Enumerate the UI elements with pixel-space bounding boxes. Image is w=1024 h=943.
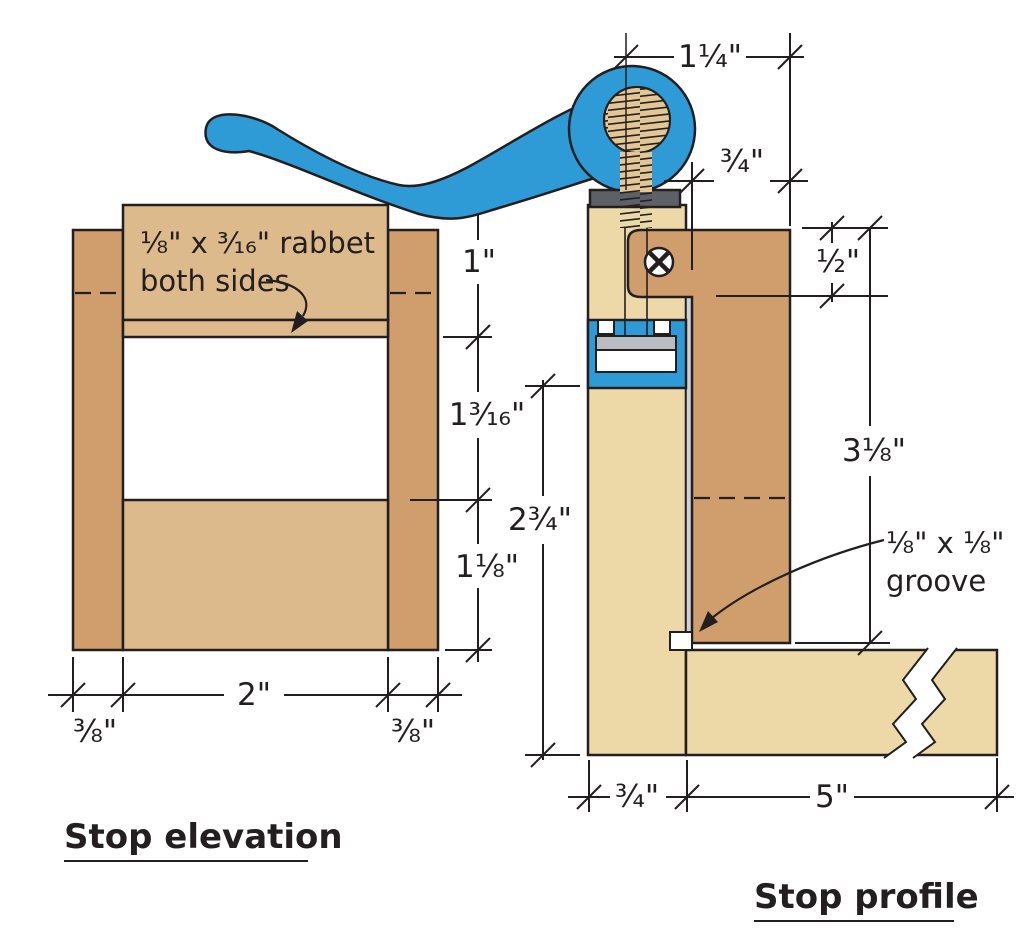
dim-label-table-length: 5" — [815, 779, 849, 815]
dim-tick — [679, 168, 705, 194]
dim-label-arm-thickness: ½" — [816, 244, 860, 280]
dim-label-top-width: 1¼" — [678, 39, 742, 75]
t-bolt-head — [595, 335, 677, 351]
stop-face-board — [626, 228, 792, 645]
rabbet-leader-line — [265, 278, 308, 317]
dim-label-stop-height: 2¾" — [508, 502, 572, 538]
rabbet-note-line2: both sides — [140, 264, 290, 298]
cam-lever-handle — [204, 93, 606, 220]
screw-cross-slot — [648, 251, 670, 273]
dim-label-width: 2" — [237, 677, 271, 713]
elevation-view: ⅛" x ³⁄₁₆" rabbet both sides 1" 1³⁄₁₆" 1… — [48, 192, 580, 862]
elevation-title: Stop elevation — [64, 817, 343, 857]
dim-tick — [530, 373, 556, 399]
t-track-notch-right — [653, 319, 671, 335]
dim-tick — [674, 784, 700, 810]
dim-tick — [465, 487, 491, 513]
profile-table — [684, 648, 999, 757]
dim-tick — [857, 215, 883, 241]
table-break-band — [884, 648, 957, 758]
elevation-rabbet-strip — [121, 318, 390, 339]
dim-tick — [819, 283, 845, 309]
elevation-right-post — [386, 228, 440, 652]
elevation-top-bar — [121, 203, 390, 322]
dim-tick — [984, 784, 1010, 810]
dim-tick — [530, 742, 556, 768]
profile-title: Stop profile — [754, 877, 979, 917]
dim-tick — [465, 324, 491, 350]
dim-tick — [576, 784, 602, 810]
table-break-line-right — [912, 647, 958, 759]
dim-tick — [110, 682, 136, 708]
rabbet-arrowhead — [291, 311, 308, 333]
elevation-left-post — [71, 228, 125, 652]
dim-tick — [425, 682, 451, 708]
dim-label-left-side: ⅜" — [73, 714, 117, 750]
dim-label-top-height: 1" — [462, 244, 496, 280]
groove-notch — [669, 631, 693, 651]
dim-tick — [465, 637, 491, 663]
dim-label-arm-depth: ¾" — [720, 144, 764, 180]
dim-tick — [777, 168, 803, 194]
profile-view: 1¼" ¾" ½" 3⅛" ⅛" x ⅛" groove — [204, 33, 1014, 922]
dim-label-face-height: 3⅛" — [842, 433, 906, 469]
dim-tick — [375, 682, 401, 708]
dim-tick — [60, 682, 86, 708]
dim-label-lower-height: 1⅛" — [455, 549, 519, 585]
threaded-rod-threads — [620, 152, 652, 228]
dim-tick — [777, 44, 803, 70]
elevation-crossbar — [121, 498, 390, 652]
t-track-notch-left — [597, 319, 615, 335]
groove-note-line1: ⅛" x ⅛" — [886, 526, 1005, 560]
dim-tick — [857, 630, 883, 656]
threaded-knob-threads — [603, 86, 671, 154]
rabbet-note-line1: ⅛" x ³⁄₁₆" rabbet — [140, 226, 375, 260]
dim-label-gap-height: 1³⁄₁₆" — [449, 397, 525, 433]
dim-tick — [819, 215, 845, 241]
groove-leader-line — [711, 538, 885, 619]
dim-label-post-width: ¾" — [615, 779, 659, 815]
dim-tick — [613, 44, 639, 70]
groove-arrowhead — [699, 611, 718, 632]
dim-label-right-side: ⅜" — [391, 714, 435, 750]
groove-note-line2: groove — [886, 564, 986, 598]
table-break-line-left — [883, 647, 929, 759]
